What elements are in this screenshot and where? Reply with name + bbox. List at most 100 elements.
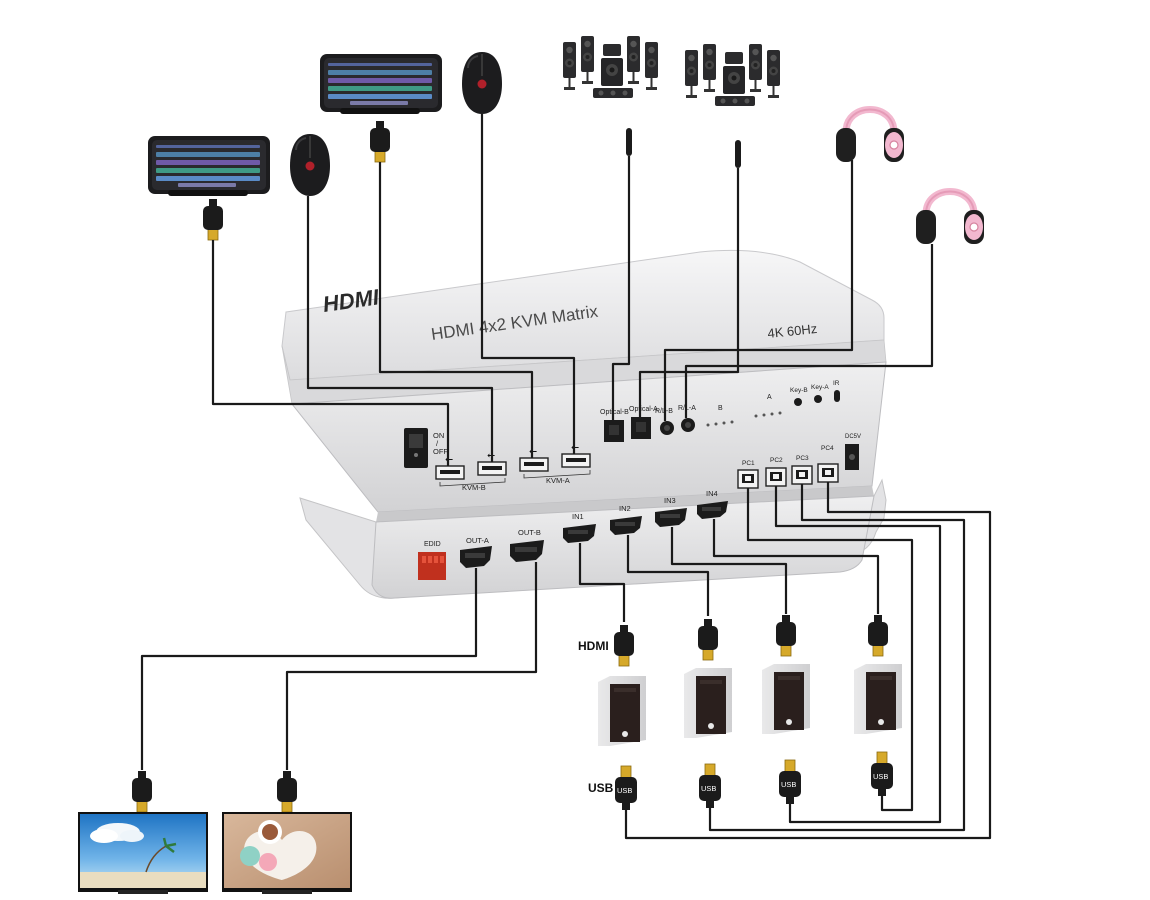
out-a-cable [140, 568, 478, 770]
resolution-label: 4K 60Hz [767, 321, 818, 341]
optical-port-b[interactable] [604, 420, 624, 442]
usb-port-kvm-a-2[interactable] [561, 453, 591, 468]
speaker-system-a-icon [685, 44, 780, 106]
pc3-usb-cable [774, 486, 942, 824]
ir-sensor [834, 390, 840, 402]
pc2-usb-port[interactable] [765, 467, 787, 487]
pc3-usb-port[interactable] [791, 465, 813, 485]
led-group-b-label: B [718, 405, 723, 412]
kvm-a-bracket [523, 470, 591, 479]
pc1-usb-plug-icon: USB [614, 765, 638, 811]
audio-jack-b[interactable] [660, 421, 674, 435]
keyboard-b-cable [211, 240, 450, 466]
optical-port-a[interactable] [631, 417, 651, 439]
power-switch[interactable] [404, 428, 428, 468]
keyboard-a-cable [378, 162, 534, 458]
headphones-a-icon [916, 192, 984, 245]
hdmi-out-b-port[interactable] [510, 540, 544, 562]
pc1-usb-port[interactable] [737, 469, 759, 489]
optical-b-cable [611, 156, 631, 420]
svg-text:USB: USB [873, 772, 888, 781]
in2-label: IN2 [619, 504, 631, 513]
edid-label: EDID [424, 541, 441, 548]
in4-cable [712, 519, 880, 614]
optical-b-label: Optical-B [600, 409, 629, 416]
edid-dip-switch[interactable] [418, 552, 446, 580]
headphones-a-cable [684, 244, 934, 418]
dc-power-port[interactable] [845, 444, 859, 470]
hdmi-in1-port[interactable] [563, 524, 596, 543]
pc2-usb-cable [708, 484, 966, 832]
kvm-a-label: KVM-A [546, 476, 570, 485]
optical-a-label: Optical-A [629, 406, 658, 413]
in1-cable [578, 543, 626, 622]
mouse-a-icon [461, 51, 503, 115]
hdmi-side-label: HDMI [578, 639, 609, 653]
usb-side-label: USB [588, 781, 614, 795]
mouse-b-cable [306, 196, 494, 462]
tv-a-hdmi-plug-icon [131, 770, 153, 813]
pc4-computer-tower-icon [854, 664, 902, 734]
rl-a-label: R/L-A [678, 405, 696, 412]
in3-cable [670, 527, 788, 614]
usb-port-kvm-b-1[interactable] [435, 465, 465, 480]
pc3-usb-plug-icon: USB [778, 759, 802, 805]
hdmi-out-a-port[interactable] [460, 546, 492, 568]
key-a-label: Key-A [811, 384, 829, 391]
power-slash-label: / [436, 439, 439, 448]
in3-label: IN3 [664, 496, 676, 505]
pc4-usb-cable [746, 488, 914, 812]
out-a-label: OUT-A [466, 536, 489, 545]
pc3-computer-tower-icon [762, 664, 810, 734]
hdmi-in2-port[interactable] [610, 516, 642, 535]
led-indicators-a [754, 411, 782, 418]
pc3-hdmi-plug-icon [775, 614, 797, 657]
kvm-b-label: KVM-B [462, 483, 486, 492]
pc4-usb-plug-icon: USB [870, 751, 894, 797]
optical-plug-b-icon [626, 128, 632, 156]
pc1-usb-cable [624, 482, 992, 840]
pc2-hdmi-plug-icon [697, 618, 719, 661]
out-b-label: OUT-B [518, 528, 541, 537]
keyboard-a-plug-icon [369, 120, 391, 163]
pc1-computer-tower-icon [598, 676, 646, 746]
tv-b-hdmi-plug-icon [276, 770, 298, 813]
pc4-hdmi-plug-icon [867, 614, 889, 657]
pc2-label: PC2 [770, 457, 783, 464]
key-a-button[interactable] [814, 395, 822, 403]
pc4-label: PC4 [821, 445, 834, 452]
headphones-b-icon [836, 110, 904, 163]
pc4-usb-port[interactable] [817, 463, 839, 483]
hdmi-in4-port[interactable] [697, 501, 728, 519]
led-indicators-b [706, 420, 734, 427]
svg-text:USB: USB [701, 784, 716, 793]
led-group-a-label: A [767, 394, 772, 401]
keyboard-a-icon [320, 54, 442, 114]
mouse-b-icon [289, 133, 331, 197]
svg-text:USB: USB [617, 786, 632, 795]
out-b-cable [285, 562, 538, 770]
display-b-monitor-icon [222, 812, 352, 894]
keyboard-b-plug-icon [202, 198, 224, 241]
power-on-label: ON [433, 431, 444, 440]
headphones-b-cable [663, 160, 854, 421]
in2-cable [626, 535, 710, 616]
display-a-monitor-icon [78, 812, 208, 894]
cables [140, 114, 992, 840]
key-b-label: Key-B [790, 387, 808, 394]
key-b-button[interactable] [794, 398, 802, 406]
usb-port-kvm-a-1[interactable] [519, 457, 549, 472]
ir-label: IR [833, 380, 840, 387]
audio-jack-a[interactable] [681, 418, 695, 432]
keyboard-b-icon [148, 136, 270, 196]
pc3-label: PC3 [796, 455, 809, 462]
usb-port-kvm-b-2[interactable] [477, 461, 507, 476]
pc2-computer-tower-icon [684, 668, 732, 738]
kvm-b-bracket [439, 478, 506, 487]
optical-a-cable [638, 168, 740, 417]
pc2-usb-plug-icon: USB [698, 763, 722, 809]
in1-label: IN1 [572, 512, 584, 521]
mouse-a-cable [480, 114, 576, 454]
hdmi-in3-port[interactable] [655, 508, 687, 527]
